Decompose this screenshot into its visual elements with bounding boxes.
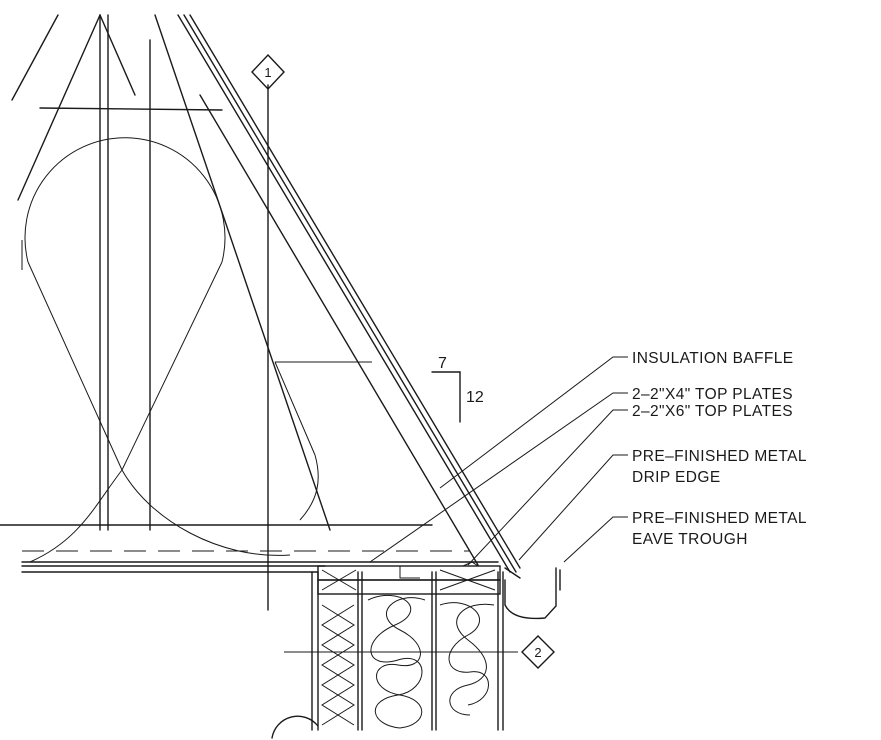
label-top-plates-2x4: 2–2"X4" TOP PLATES: [632, 386, 793, 403]
roof-rafter: [177, 14, 521, 579]
label-drip-edge-line2: DRIP EDGE: [632, 469, 721, 486]
label-drip-edge-line1: PRE–FINISHED METAL: [632, 448, 807, 465]
wall-assembly: [284, 571, 518, 731]
callout-labels: INSULATION BAFFLE 2–2"X4" TOP PLATES 2–2…: [632, 350, 807, 548]
section-marker-2: 2: [521, 635, 555, 669]
marker-2-label: 2: [534, 645, 541, 660]
slope-indicator: 7 12: [431, 355, 484, 423]
label-top-plates-2x6: 2–2"X6" TOP PLATES: [632, 403, 793, 420]
truss-webs: [11, 14, 331, 531]
label-eave-trough-line2: EAVE TROUGH: [632, 531, 748, 548]
label-eave-trough-line1: PRE–FINISHED METAL: [632, 510, 807, 527]
top-plates: [317, 561, 501, 595]
marker-1-label: 1: [264, 65, 271, 80]
section-marker-1: 1: [251, 53, 285, 91]
eave-trough: [504, 567, 557, 620]
slope-rise: 7: [438, 355, 447, 372]
leader-lines: [369, 356, 628, 566]
label-insulation-baffle: INSULATION BAFFLE: [632, 350, 794, 367]
attic-insulation-curves: [21, 137, 372, 563]
detail-circle-fragment: [271, 715, 319, 739]
slope-run: 12: [466, 389, 484, 406]
